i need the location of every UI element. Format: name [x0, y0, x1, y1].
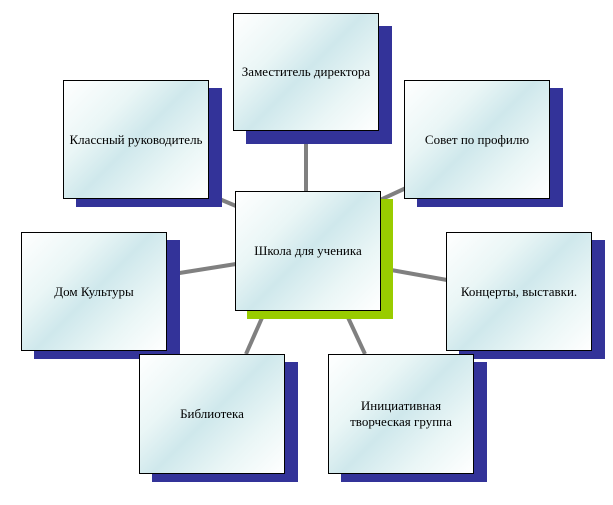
node-label-library: Библиотека — [180, 406, 244, 421]
node-box: Дом Культуры — [21, 232, 167, 351]
node-profile-council: Совет по профилю — [404, 80, 564, 207]
connector-profile-council — [379, 186, 407, 202]
node-label-creative-group: Инициативная творческая группа — [350, 398, 452, 429]
node-center-school: Школа для ученика — [235, 191, 393, 319]
node-label-profile-council: Совет по профилю — [424, 131, 530, 147]
node-creative-group: Инициативная творческая группа — [328, 354, 488, 482]
node-box: Заместитель директора — [233, 13, 379, 131]
node-label-concerts-exhibitions: Концерты, выставки. — [460, 283, 578, 299]
node-box: Библиотека — [139, 354, 285, 474]
node-concerts-exhibitions: Концерты, выставки. — [446, 232, 606, 359]
node-label-house-of-culture: Дом Культуры — [54, 283, 134, 299]
node-house-of-culture: Дом Культуры — [21, 232, 181, 359]
node-class-teacher: Классный руководитель — [63, 80, 223, 207]
node-label-class-teacher: Классный руководитель — [69, 131, 203, 147]
node-label-center: Школа для ученика — [254, 243, 362, 258]
node-library: Библиотека — [139, 354, 299, 482]
node-box: Инициативная творческая группа — [328, 354, 474, 474]
node-box: Концерты, выставки. — [446, 232, 592, 351]
node-box: Школа для ученика — [235, 191, 381, 311]
node-box: Совет по профилю — [404, 80, 550, 199]
node-box: Классный руководитель — [63, 80, 209, 199]
node-label-deputy-director: Заместитель директора — [241, 64, 371, 79]
node-deputy-director: Заместитель директора — [233, 13, 393, 144]
